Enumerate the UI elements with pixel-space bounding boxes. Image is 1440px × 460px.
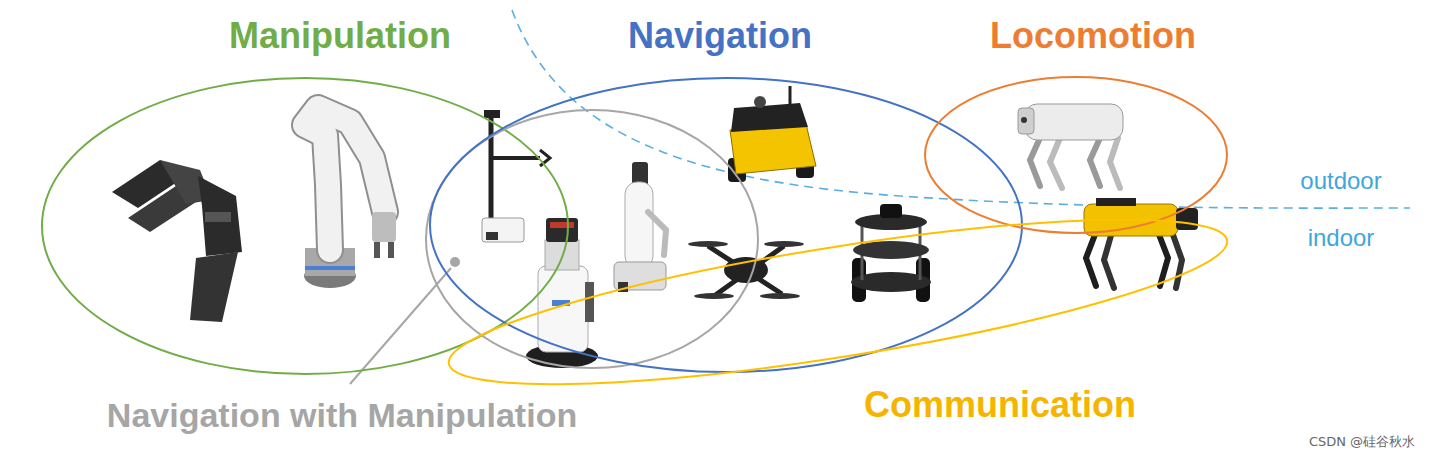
go1-robot-dog [1030, 138, 1040, 186]
go1-robot-dog [1018, 104, 1123, 188]
franka-arm [304, 108, 396, 288]
mobile-manipulator [648, 212, 666, 255]
spot-robot-dog [1096, 198, 1136, 206]
leader-line [350, 257, 460, 384]
leader-line [350, 268, 451, 384]
spot-robot-dog [1086, 232, 1096, 286]
stretch-robot [486, 232, 498, 240]
mobile-manipulator [614, 162, 666, 292]
drone [694, 293, 734, 299]
navigation-region: Navigation [428, 76, 1024, 374]
drone [724, 257, 768, 283]
region-heading: Navigation with Manipulation [107, 396, 577, 435]
ellipse-outline [428, 76, 1024, 374]
stretch-robot [489, 112, 494, 222]
turtlebot [853, 241, 929, 259]
ellipse-outline [440, 212, 1236, 392]
go1-robot-dog [1018, 108, 1034, 134]
franka-arm [374, 242, 380, 258]
spot-robot-dog [1158, 232, 1168, 286]
turtlebot [851, 204, 931, 302]
region-label: outdoor [1300, 167, 1381, 195]
spot-robot-dog [1104, 232, 1114, 288]
ellipse-outline [430, 78, 1022, 372]
drone [714, 246, 784, 296]
stretch-robot [484, 110, 500, 118]
hsr-robot [538, 266, 588, 352]
ellipse-outline [440, 186, 1236, 418]
region-heading: Communication [864, 384, 1136, 425]
gripper-arm [190, 252, 238, 322]
drone [760, 293, 800, 299]
ellipse-outline [426, 110, 758, 368]
go1-robot-dog [1050, 138, 1062, 188]
leader-line [450, 257, 460, 267]
franka-arm [305, 266, 355, 270]
stretch-robot [482, 218, 524, 242]
region-heading: Locomotion [990, 15, 1196, 56]
ellipse-outline [42, 78, 568, 374]
watermark: CSDN @硅谷秋水 [1309, 435, 1415, 450]
jackal-robot [728, 86, 816, 182]
stretch-robot [540, 150, 550, 166]
communication-region: Communication [440, 212, 1236, 392]
ellipse-outline [924, 76, 1228, 234]
drone [764, 241, 804, 247]
hsr-robot [585, 282, 594, 322]
jackal-robot [754, 96, 766, 108]
franka-arm [372, 212, 396, 242]
region-label: indoor [1308, 224, 1375, 252]
ellipse-outline [925, 77, 1227, 233]
jackal-robot [731, 103, 808, 132]
stretch-robot [482, 110, 550, 242]
go1-robot-dog [1025, 104, 1123, 140]
region-heading: Manipulation [229, 15, 451, 56]
turtlebot [880, 204, 902, 218]
stretch-robot [491, 156, 540, 160]
gripper-arm [198, 176, 242, 256]
gripper-arm [112, 160, 242, 322]
hsr-robot [546, 218, 578, 242]
hsr-robot [550, 222, 574, 228]
mobile-manipulator [625, 182, 653, 268]
go1-robot-dog [1090, 138, 1100, 186]
drone [688, 241, 728, 247]
hsr-robot [526, 218, 598, 368]
indoor-outdoor-divider [512, 10, 1410, 208]
franka-arm [388, 242, 394, 258]
jackal-robot [730, 124, 816, 174]
go1-robot-dog [1110, 138, 1120, 188]
gripper-arm [205, 212, 231, 222]
go1-robot-dog [1021, 117, 1027, 123]
jackal-robot [789, 86, 792, 104]
locomotion-region: Locomotion [924, 76, 1228, 234]
spot-robot-dog [1172, 232, 1182, 288]
region-heading: Navigation [628, 15, 812, 56]
